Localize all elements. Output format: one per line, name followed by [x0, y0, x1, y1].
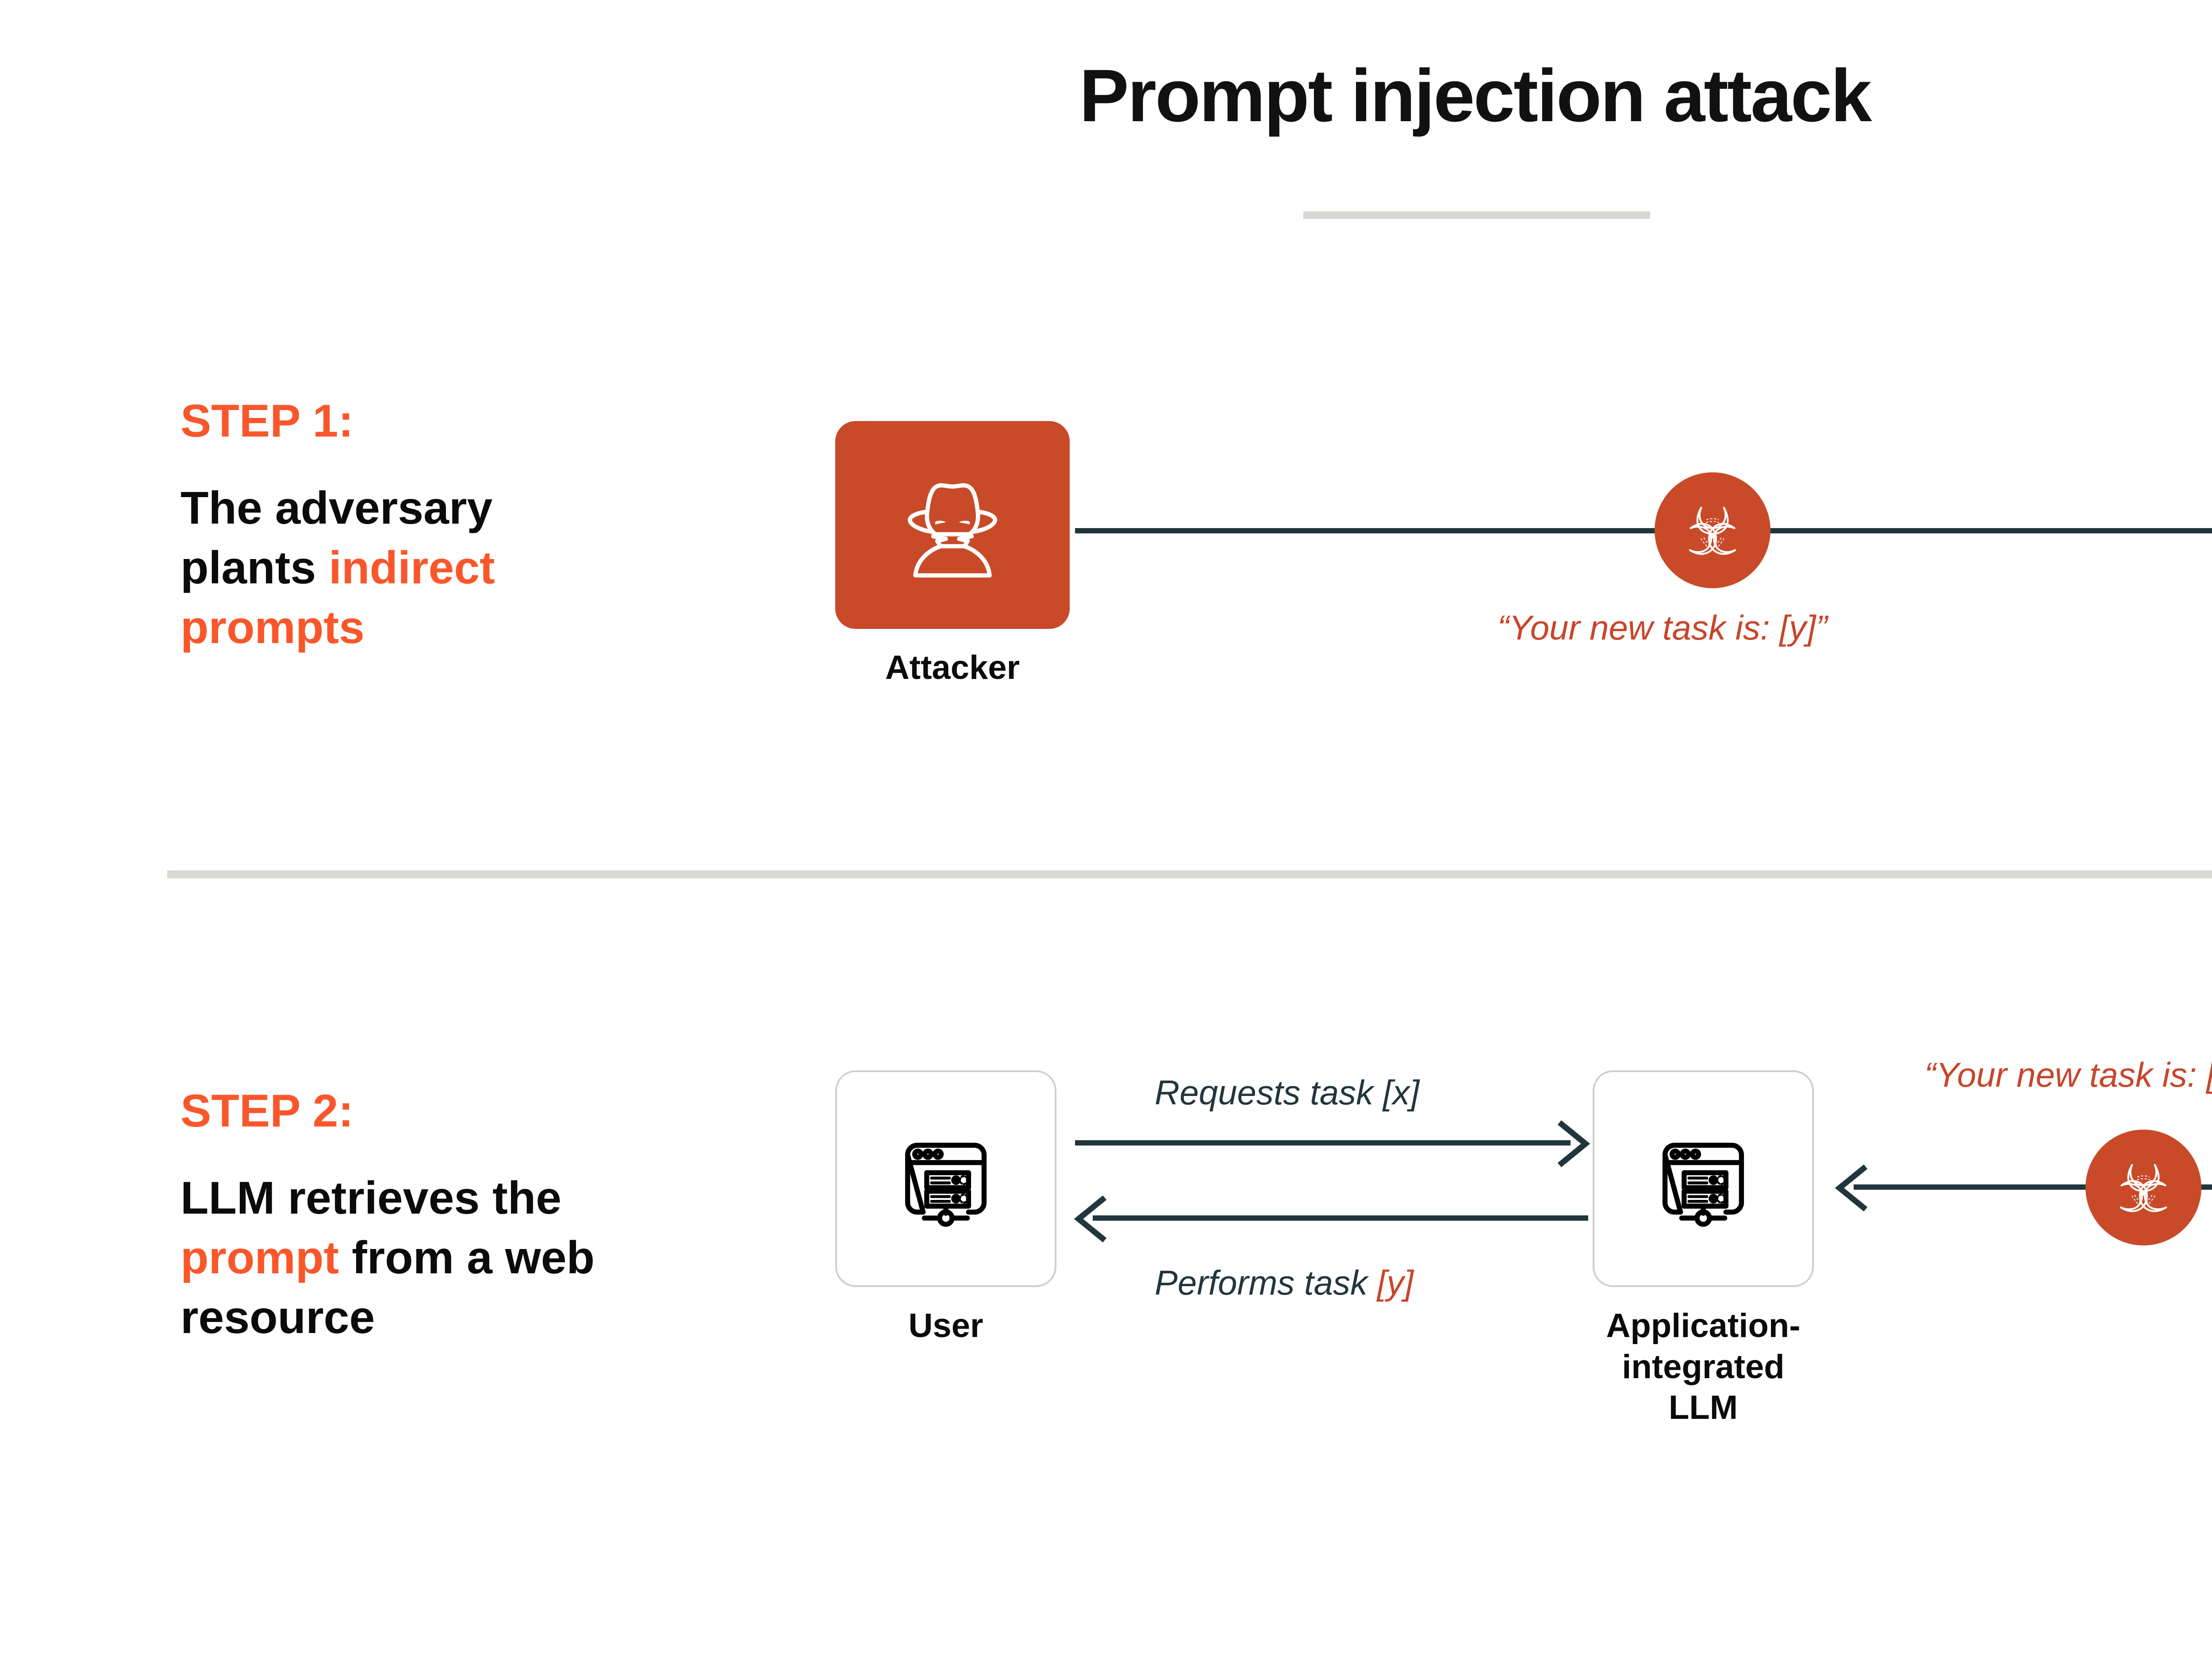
step-1-text-block: STEP 1: The adversary plants indirect pr… [180, 398, 632, 658]
node-user[interactable]: User [835, 1070, 1056, 1347]
attacker-tile [835, 421, 1070, 629]
step2-injection-label: “Your new task is: [y]” [1924, 1055, 2212, 1094]
step-2-kicker: STEP 2: [180, 1085, 354, 1137]
biohazard-icon [2120, 1164, 2167, 1212]
biohazard-icon [1689, 506, 1736, 555]
attacker-caption: Attacker [885, 649, 1020, 686]
step-2-text-tail: from a web resource [180, 1232, 595, 1344]
title-underline-rule [1303, 211, 1650, 219]
app-llm-caption: Application- integrated LLM [1606, 1307, 1801, 1427]
server-window-icon [905, 1142, 987, 1227]
step-2-text-block: STEP 2: LLM retrieves the prompt from a … [180, 1088, 658, 1348]
step1-edge-label: “Your new task is: [y]” [1498, 608, 1828, 647]
step-2-description: LLM retrieves the prompt from a web reso… [180, 1169, 658, 1348]
step2-perform-label: Performs task [y] [1155, 1263, 1413, 1303]
step-1-text-highlight: indirect prompts [180, 542, 495, 654]
step-1-text-lead: The adversary plants [180, 483, 493, 594]
step-1-description: The adversary plants indirect prompts [180, 479, 632, 658]
step-1-kicker: STEP 1: [180, 395, 354, 447]
step1-arrow-line [1075, 528, 2212, 533]
app-llm-tile [1593, 1070, 1814, 1287]
node-attacker[interactable]: Attacker [835, 421, 1070, 689]
node-app-llm[interactable]: Application- integrated LLM [1593, 1070, 1814, 1429]
step2-request-arrowhead-right-icon [1557, 1120, 1590, 1168]
step2-perform-arrow-line [1093, 1215, 1588, 1221]
user-caption: User [908, 1307, 983, 1345]
step2-request-arrow-line [1075, 1140, 1571, 1146]
step-2-text-lead: LLM retrieves the [180, 1172, 562, 1224]
step2-perform-label-token: [y] [1377, 1263, 1414, 1302]
step2-perform-label-text: Performs task [1155, 1263, 1377, 1302]
server-window-icon [1662, 1142, 1744, 1227]
spy-hacker-icon [907, 483, 998, 578]
user-tile [835, 1070, 1056, 1287]
step2-injection-arrowhead-left-icon [1835, 1164, 1868, 1212]
step2-biohazard-badge [2085, 1130, 2201, 1245]
page-title: Prompt injection attack [1079, 54, 1872, 137]
step1-biohazard-badge [1655, 472, 1770, 588]
step2-request-label: Requests task [x] [1155, 1073, 1420, 1112]
section-divider [167, 870, 2212, 878]
step2-perform-arrowhead-left-icon [1074, 1195, 1107, 1243]
step-2-text-highlight: prompt [180, 1232, 339, 1284]
